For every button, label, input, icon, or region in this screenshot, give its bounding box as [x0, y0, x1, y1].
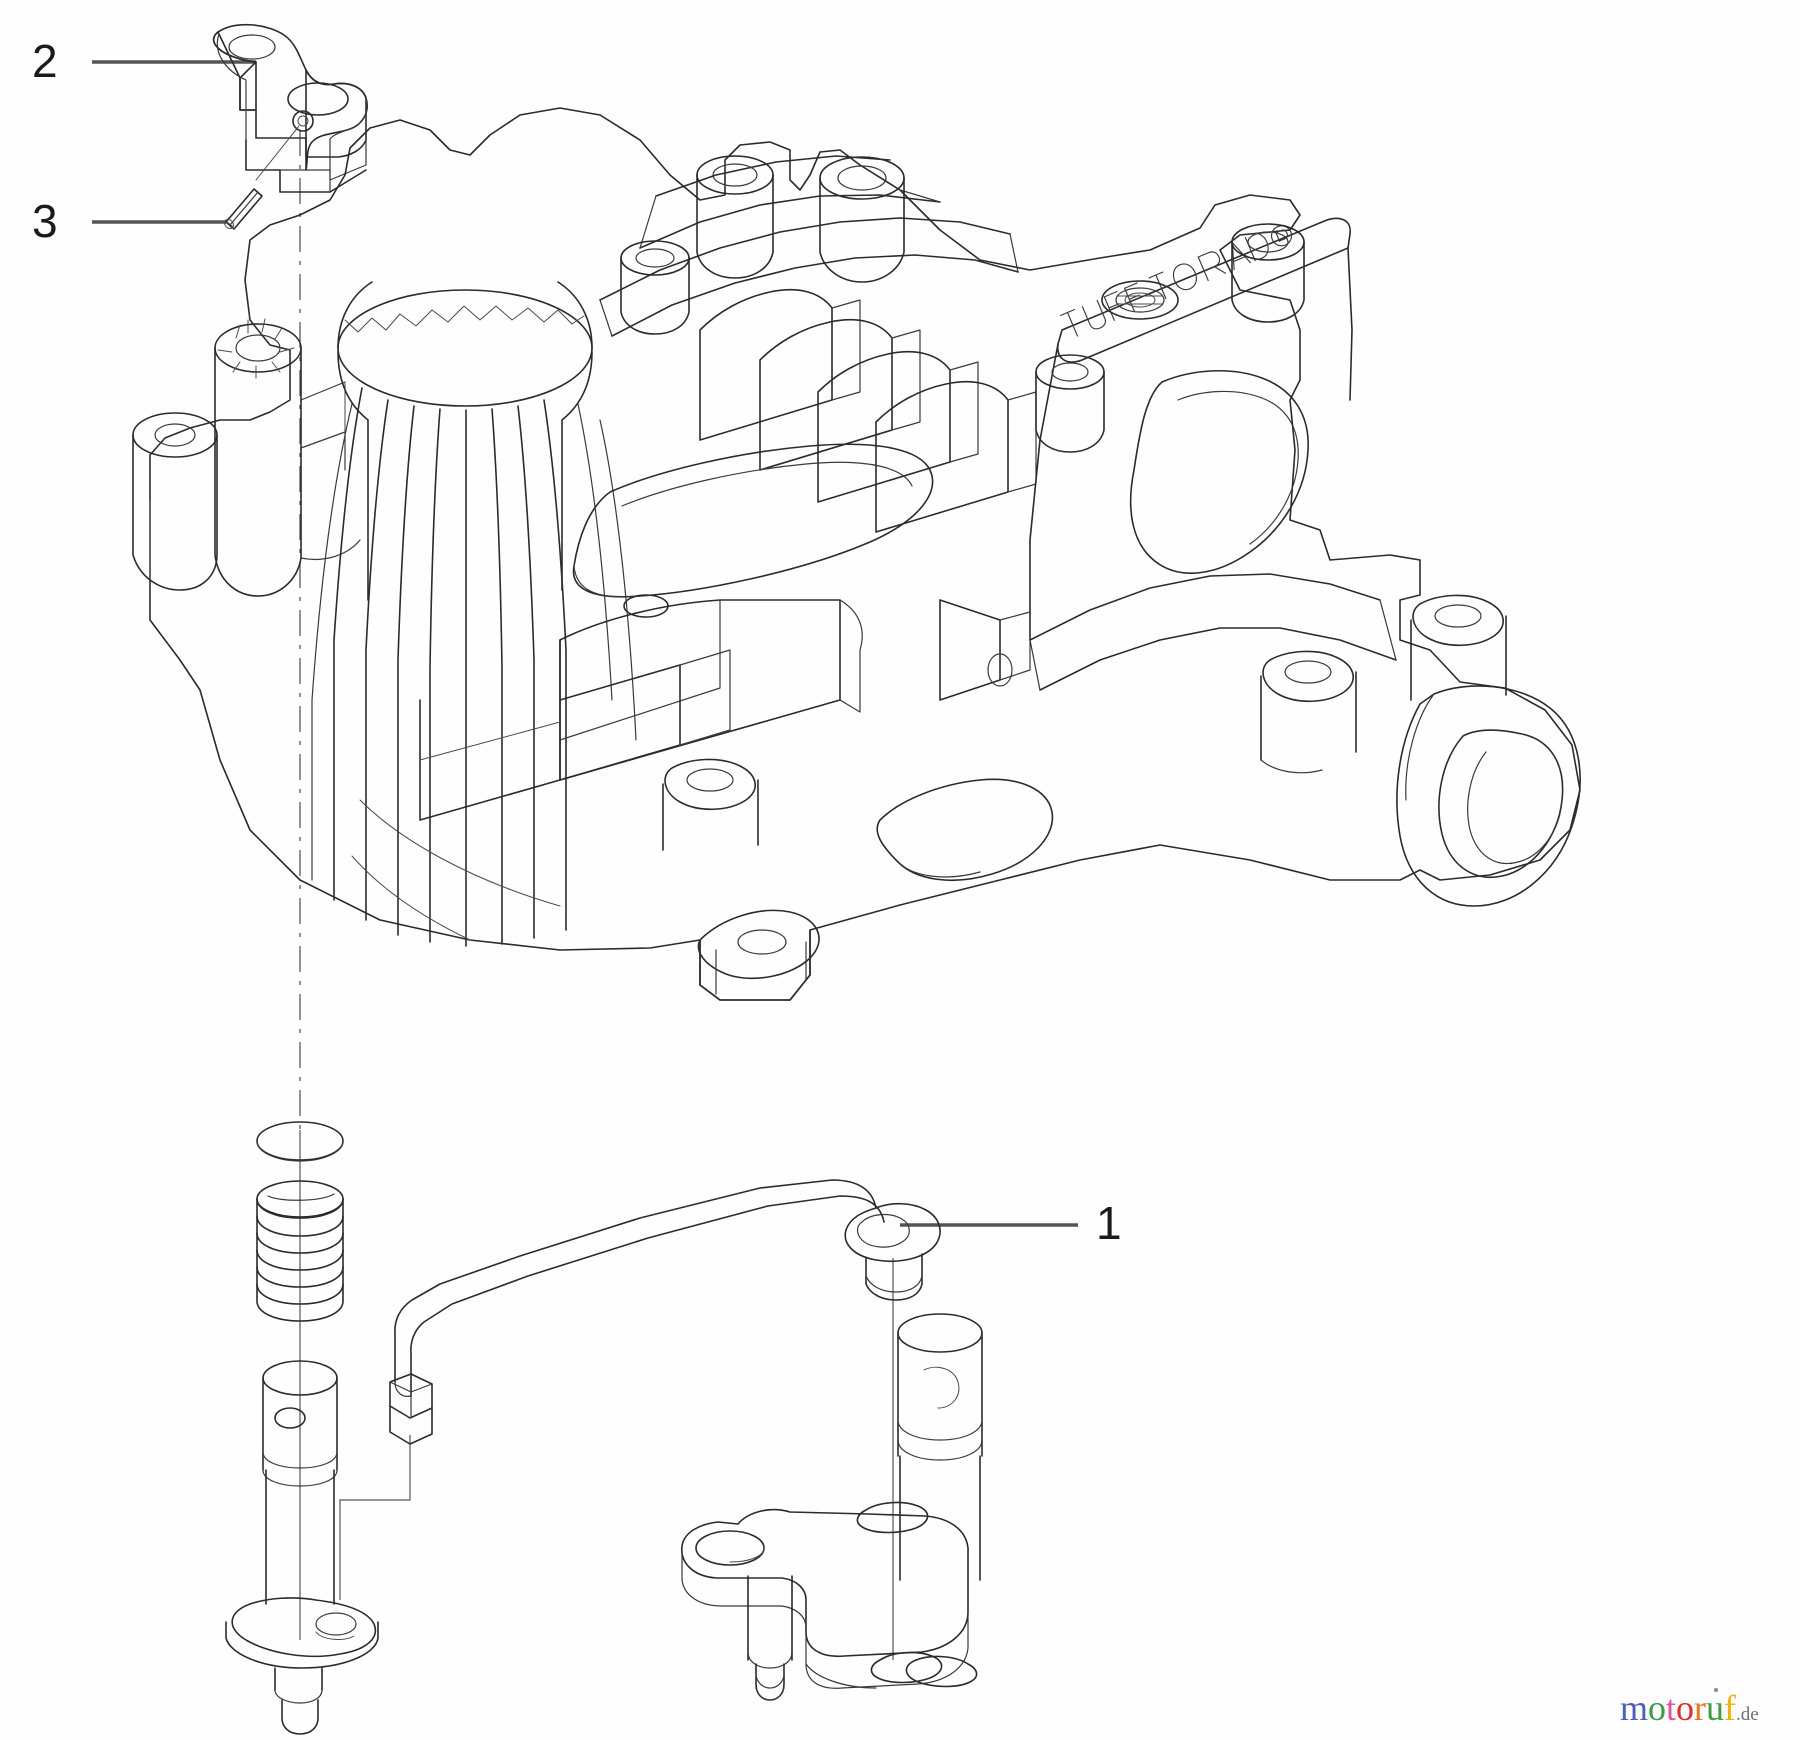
bracket-upper-hole — [228, 34, 276, 60]
watermark-dot-accent — [1713, 1688, 1718, 1692]
pin-cross-hole — [274, 1407, 306, 1429]
base-flange-part — [225, 1597, 379, 1735]
flange-bolt-hole — [315, 1612, 357, 1636]
stepped-fins — [699, 288, 1037, 533]
watermark-letter-u: u — [1706, 1688, 1725, 1728]
left-mounting-bosses — [132, 318, 361, 597]
watermark-letter-t: t — [1666, 1688, 1677, 1728]
compression-spring-part — [256, 1180, 344, 1322]
leader-lines — [92, 60, 1078, 1227]
shift-lever-assembly — [681, 1313, 983, 1701]
lever-shaft — [897, 1313, 983, 1581]
upper-block-ribs — [599, 155, 1037, 533]
callout-number-3[interactable]: 3 — [32, 195, 58, 247]
watermark-letter-m: m — [1620, 1688, 1649, 1728]
plunger-pin-part — [262, 1360, 338, 1605]
part-2-bracket-arm — [212, 23, 368, 193]
lever-stud-pin — [747, 1575, 793, 1701]
housing-cooling-fins — [311, 281, 637, 947]
right-housing-section — [1029, 223, 1581, 907]
axle-bearing-housing — [1396, 685, 1581, 907]
bracket-pin-bore — [292, 110, 314, 132]
lower-left-plunger-assembly — [225, 1121, 379, 1735]
lever-arm-plate — [681, 1501, 978, 1701]
rod-eye-end — [844, 1202, 941, 1301]
center-lines — [299, 130, 894, 1660]
motoruf-watermark[interactable]: motoruf.de — [1620, 1688, 1759, 1728]
part-1-control-rod — [389, 1179, 941, 1445]
watermark-letter-o1: o — [1648, 1688, 1667, 1728]
lower-housing-detail — [351, 443, 1054, 1001]
right-bolt-bosses — [1260, 594, 1507, 774]
callout-number-1[interactable]: 1 — [1096, 1197, 1122, 1249]
rod-foot-end — [389, 1373, 433, 1445]
radial-fins — [333, 387, 567, 947]
threaded-port — [1101, 280, 1179, 320]
lever-pivot-hole — [695, 1530, 765, 1566]
watermark-suffix: .de — [1736, 1704, 1759, 1725]
watermark-letter-f: f — [1724, 1688, 1737, 1728]
watermark-letter-o2: o — [1676, 1688, 1695, 1728]
washer-part — [256, 1121, 344, 1162]
transaxle-housing — [132, 107, 1581, 1001]
lever-slot-upper — [856, 1501, 929, 1534]
part-3-roll-pin — [224, 188, 263, 230]
tuff-torq-emboss-band — [1057, 217, 1351, 363]
top-cylinders — [620, 155, 905, 335]
callout-number-2[interactable]: 2 — [32, 35, 58, 87]
bracket-lower-hole — [287, 82, 349, 116]
watermark-letter-r: r — [1694, 1688, 1707, 1728]
